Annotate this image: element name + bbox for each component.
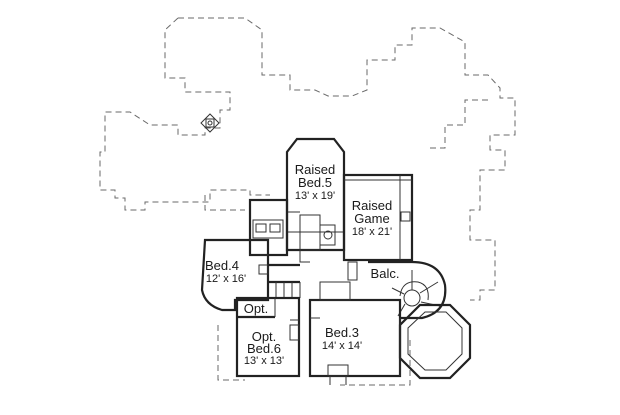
raised-game-line2: Game — [354, 211, 389, 226]
hall-area — [268, 250, 358, 298]
opt-bed6-line2: Bed.6 — [247, 341, 281, 356]
bed3-size: 14' x 14' — [322, 340, 362, 352]
room-bed4-walls — [200, 238, 270, 312]
raised-bed5-line2: Bed.5 — [298, 175, 332, 190]
bath-area — [248, 198, 336, 257]
bed3-name: Bed.3 — [325, 325, 359, 340]
roof-outline-dashed — [99, 17, 516, 386]
raised-bed5-size: 13' x 19' — [295, 190, 335, 202]
raised-bed5-line1: Raised — [295, 162, 335, 177]
chimney-icon — [200, 113, 220, 133]
balc-name: Balc. — [371, 266, 400, 281]
bed4-name: Bed.4 — [205, 258, 239, 273]
room-bed3-walls — [308, 281, 402, 385]
raised-game-size: 18' x 21' — [352, 226, 392, 238]
room-raised-game-walls — [342, 173, 414, 262]
opt-bed6-size: 13' x 13' — [244, 355, 284, 367]
room-opt-bed6-walls — [235, 296, 301, 378]
bed4-size: 12' x 16' — [206, 273, 246, 285]
raised-game-line1: Raised — [352, 198, 392, 213]
opt-name: Opt. — [244, 301, 269, 316]
opt-bed6-line1: Opt. — [252, 329, 277, 344]
balcony-area — [368, 260, 447, 320]
